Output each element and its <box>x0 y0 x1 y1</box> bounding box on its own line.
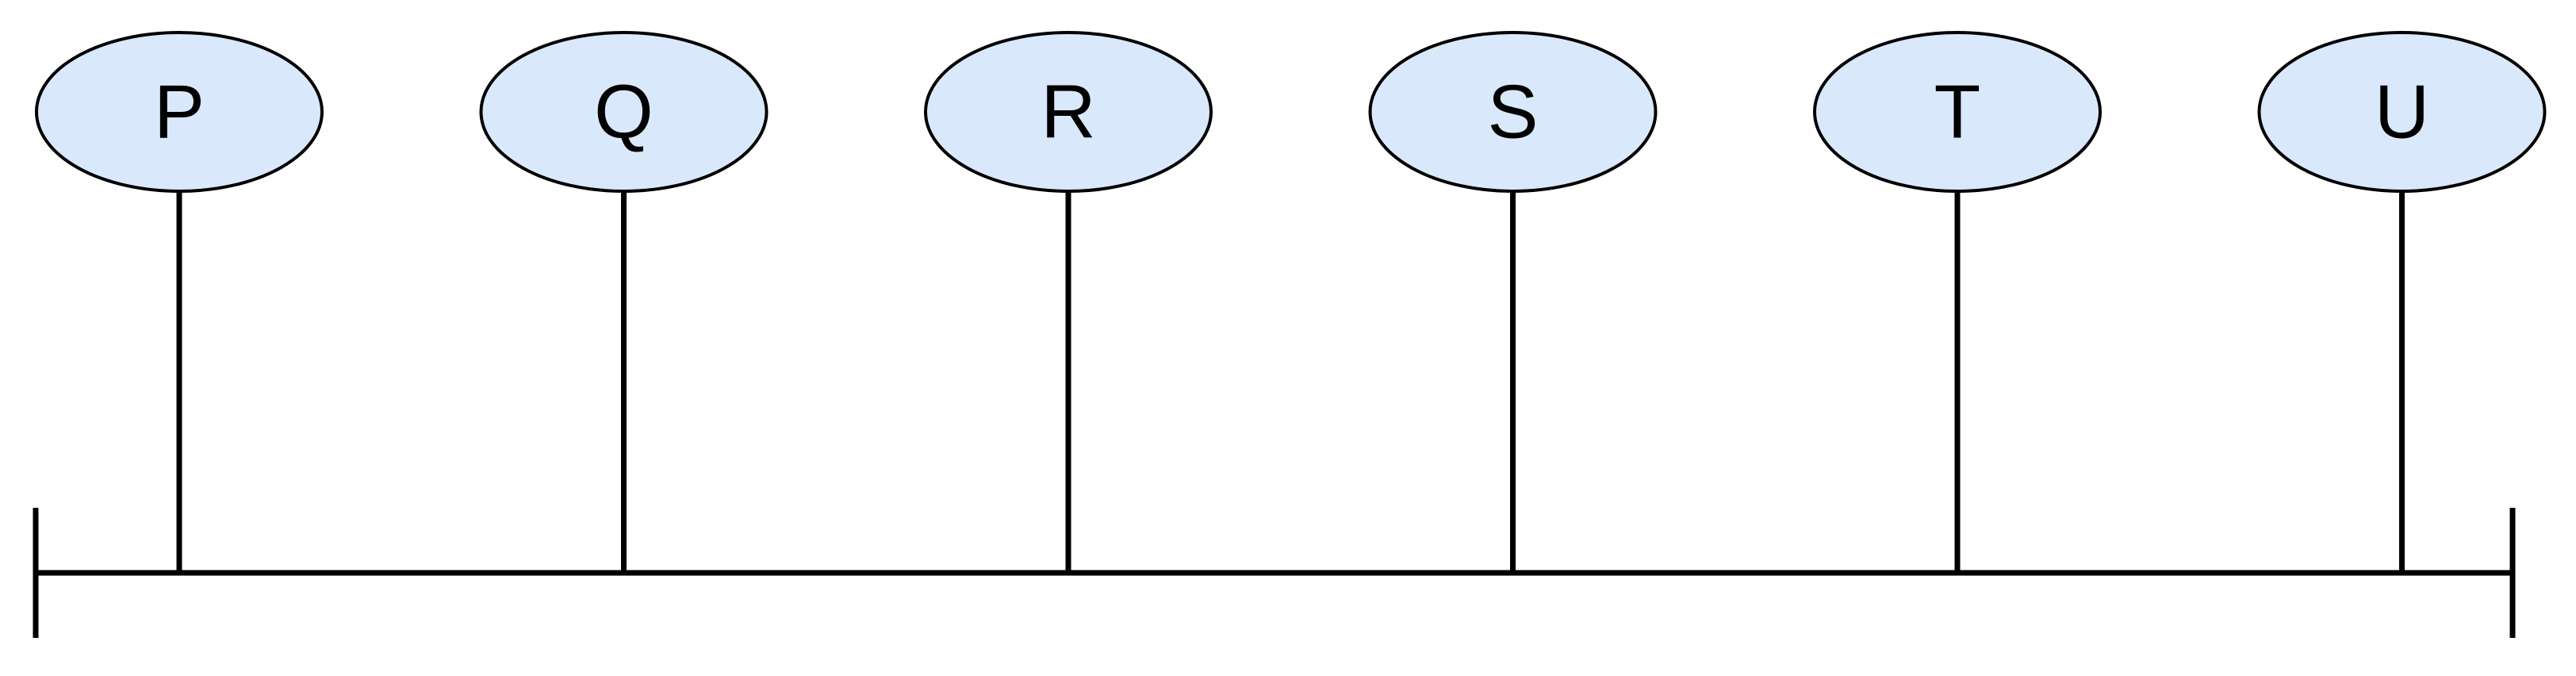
node-label-p: P <box>154 70 205 155</box>
baseline-group <box>33 508 2516 638</box>
node-label-s: S <box>1487 70 1538 155</box>
node-ellipse-t <box>1813 31 2102 193</box>
node-label-q: Q <box>594 70 654 155</box>
node-ellipse-q <box>479 31 769 193</box>
node-ellipse-u <box>2257 31 2547 193</box>
node-label-r: R <box>1041 70 1095 155</box>
node-ellipse-s <box>1368 31 1658 193</box>
node-label-u: U <box>2375 70 2429 155</box>
node-group: P Q R S T U <box>35 31 2547 573</box>
node-ellipse-p <box>35 31 324 193</box>
node-ellipse-r <box>924 31 1213 193</box>
node-label-t: T <box>1934 70 1981 155</box>
